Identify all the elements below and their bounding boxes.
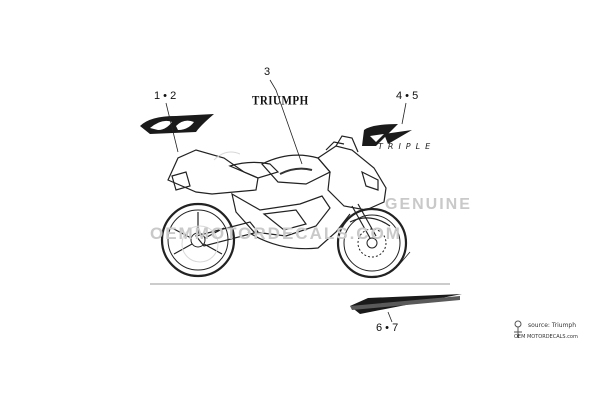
callout-6-7: 6 • 7 [376,322,399,334]
credit-source: source: Triumph [528,322,577,329]
callout-3: 3 [264,66,271,78]
front-wheel [336,207,408,279]
decal-tail-logo [140,114,214,134]
callout-1-2: 1 • 2 [154,90,177,102]
leader-lines [165,79,411,323]
tank-side-decal [279,167,313,175]
credit-site: OEM MOTORDECALS.com [514,334,578,340]
watermark-genuine: GENUINE [385,196,472,213]
decal-belly-stripe [350,294,462,314]
watermark-ornament [181,151,241,263]
brand-logo-text: TRIUMPH [252,94,309,108]
tank-wordmark-text: TRIPLE [378,142,436,151]
credit-figure-icon [514,320,522,338]
callout-4-5: 4 • 5 [396,90,419,102]
watermark-site: OEMMOTORDECALS.COM [150,224,402,243]
decal-fairing-logo [362,124,412,146]
